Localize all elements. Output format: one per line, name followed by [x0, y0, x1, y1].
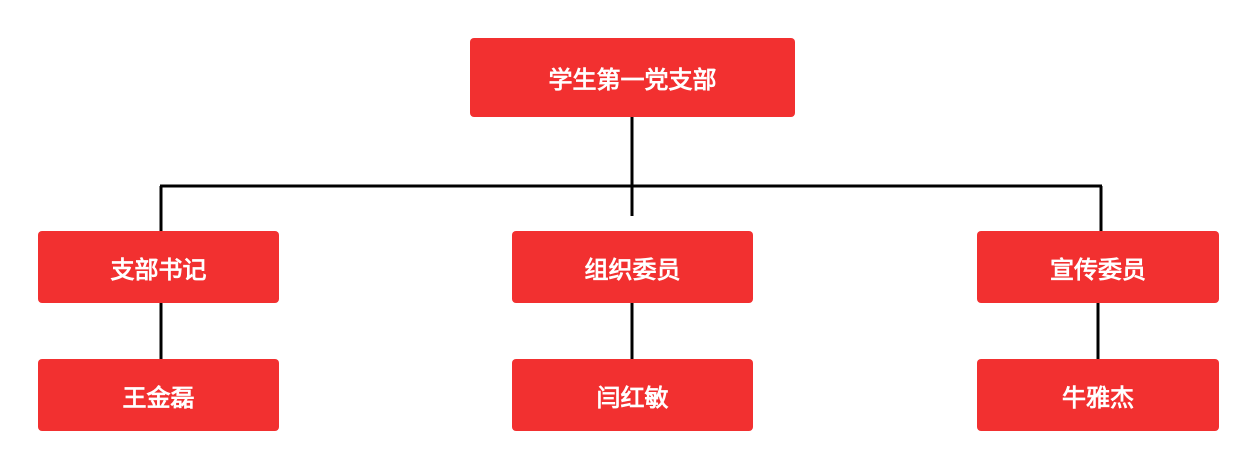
person-node-label: 牛雅杰	[1062, 383, 1134, 412]
person-node-secretary: 王金磊	[38, 359, 279, 431]
root-node-label: 学生第一党支部	[548, 66, 717, 94]
person-node-publicity: 牛雅杰	[977, 359, 1219, 431]
person-node-label: 王金磊	[122, 383, 195, 412]
role-node-label: 宣传委员	[1050, 255, 1146, 284]
person-node-label: 闫红敏	[596, 383, 669, 412]
role-node-label: 组织委员	[584, 255, 681, 284]
role-node-publicity: 宣传委员	[977, 231, 1219, 303]
person-node-organization: 闫红敏	[512, 359, 753, 431]
role-node-label: 支部书记	[110, 255, 207, 284]
role-node-organization: 组织委员	[512, 231, 753, 303]
root-node: 学生第一党支部	[470, 38, 795, 117]
role-node-secretary: 支部书记	[38, 231, 279, 303]
